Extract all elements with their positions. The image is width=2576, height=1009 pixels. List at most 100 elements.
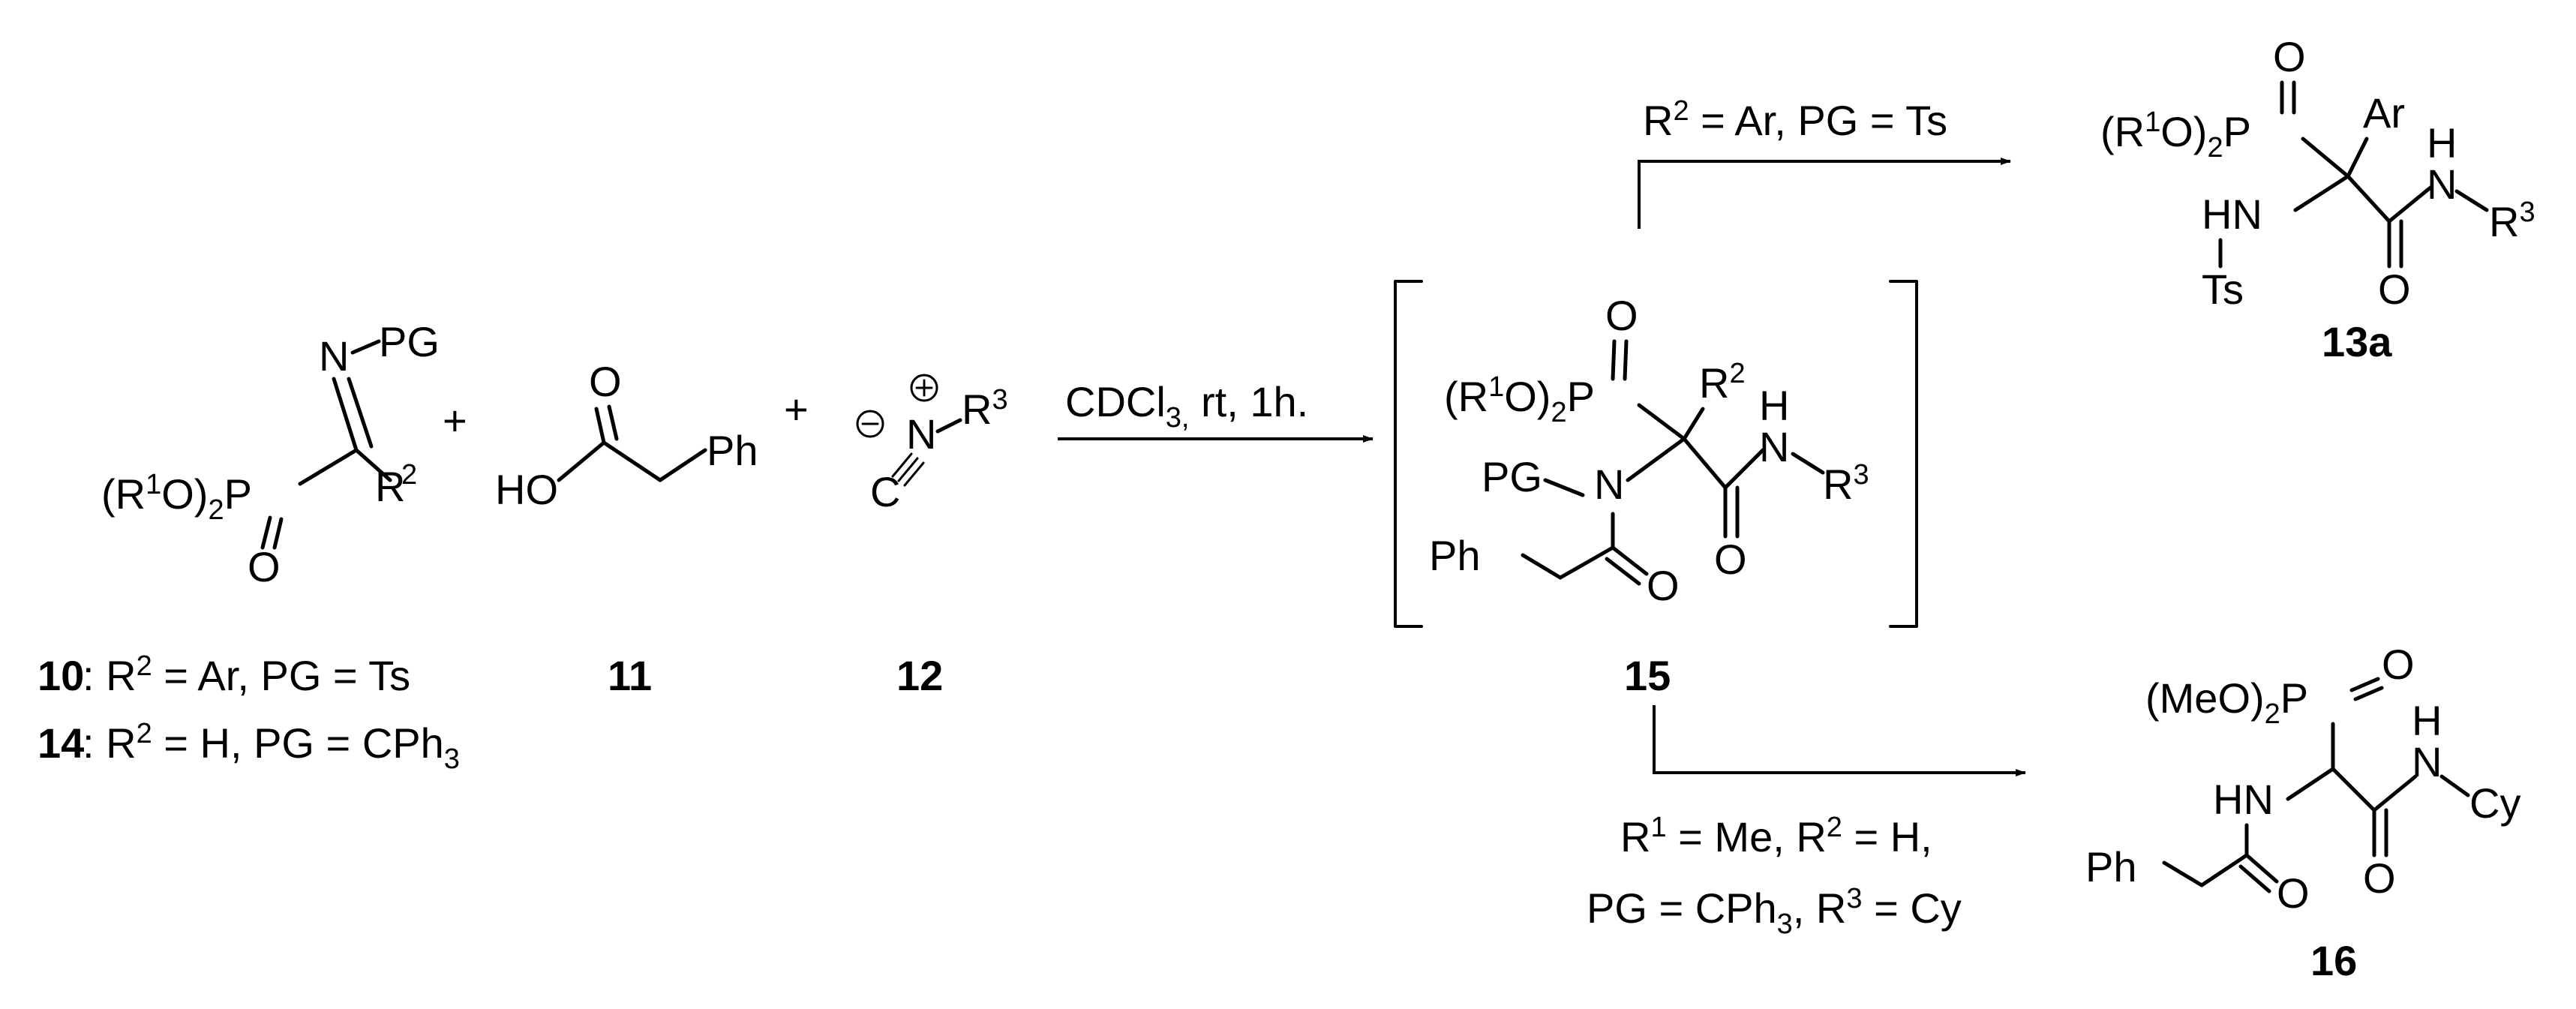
- imine-r2-label: R: [375, 463, 405, 510]
- c-r2-bond: [354, 448, 392, 482]
- p13a-camide-o-double: [2387, 219, 2403, 269]
- lower-branch-conditions-line2: PG = CPh3, R3 = Cy: [1587, 883, 1962, 940]
- i15-pg-n-bond: [1543, 478, 1585, 497]
- p13a-ts-label: Ts: [2202, 266, 2244, 313]
- p13a-nh-n: N: [2427, 161, 2457, 208]
- isocyanide-triple-bond: [891, 452, 925, 487]
- i15-amide-o: O: [1647, 562, 1680, 609]
- r1o2-label: (R1O)2P: [101, 469, 252, 526]
- i15-nh-n: N: [1759, 423, 1789, 470]
- acid-ho-label: HO: [495, 466, 558, 513]
- p16-po-oxygen: O: [2382, 641, 2415, 688]
- p16-n-cy-bond: [2439, 774, 2470, 797]
- acid-co-double-b: [607, 404, 619, 441]
- p16-ch2-ph-bond: [2162, 860, 2204, 887]
- i15-amide-co-double: [1605, 545, 1649, 586]
- p13a-n-r3-bond: [2454, 189, 2489, 212]
- isocyanide-c-atom: C: [870, 468, 900, 515]
- p16-p-o-double: [2349, 677, 2384, 701]
- p16-cy-label: Cy: [2469, 779, 2520, 827]
- p13a-p-o-double: [2280, 80, 2296, 115]
- compound-10-number: 10: [38, 652, 84, 699]
- c-n-double-bond-a: [332, 377, 359, 452]
- p16-camide-n-bond: [2372, 774, 2418, 812]
- minus-charge-circle: [856, 410, 884, 438]
- p13a-camide-n-bond: [2387, 185, 2433, 224]
- i15-ch2-ph-bond: [1521, 553, 1563, 580]
- right-bracket: [1889, 280, 1918, 628]
- p13a-c-n-bond: [2293, 174, 2350, 212]
- p16-amide-o: O: [2277, 869, 2310, 917]
- acid-c-ch2-bond: [602, 440, 662, 482]
- compound-15-number: 15: [1624, 652, 1671, 699]
- left-bracket: [1394, 280, 1423, 628]
- p13a-p-c-bond: [2301, 137, 2350, 179]
- i15-po-oxygen: O: [1605, 292, 1638, 339]
- compound-10-structure: N PG R 2 (R1O)2P O: [101, 318, 440, 590]
- p16-hn-label: HN: [2213, 776, 2274, 823]
- imine-pg-label: PG: [379, 318, 440, 365]
- i15-n-atom: N: [1594, 461, 1624, 508]
- plus-sign-1: +: [443, 397, 467, 444]
- compound-11-structure: O HO Ph: [495, 358, 758, 513]
- i15-c-n-bond: [1626, 437, 1686, 482]
- i15-r3-label: R3: [1823, 459, 1869, 508]
- n-pg-bond: [350, 339, 381, 355]
- acid-co-double-a: [594, 407, 606, 445]
- acid-ph-label: Ph: [707, 427, 758, 474]
- i15-camide-o-double: [1723, 485, 1740, 539]
- imine-n-atom: N: [319, 332, 349, 380]
- i15-camide-n-bond: [1723, 448, 1765, 490]
- compound-11-number: 11: [608, 652, 652, 699]
- phosphonate-o-atom: O: [248, 543, 281, 590]
- plus-charge-sign: [915, 379, 933, 397]
- p13a-nh-h: H: [2427, 119, 2457, 167]
- plus-charge-circle: [910, 374, 938, 402]
- p-o-double-bond-a: [260, 515, 272, 550]
- p13a-hn-label: HN: [2202, 191, 2262, 238]
- lower-branch-arrow: [1653, 705, 2026, 776]
- c-n-double-bond-b: [347, 377, 374, 449]
- isocyanide-n-atom: N: [906, 410, 936, 458]
- plus-sign-2: +: [784, 386, 809, 433]
- compound-12-number: 12: [896, 652, 943, 699]
- intermediate-15-structure: O (R1O)2P R2 PG N O Ph O H N R3: [1394, 280, 1918, 628]
- compound-14-number: 14: [38, 719, 84, 767]
- isocyanide-r3-label: R3: [962, 384, 1008, 433]
- p16-camide-o: O: [2363, 854, 2396, 902]
- i15-co-ch2-bond: [1558, 545, 1615, 580]
- p16-ph-label: Ph: [2085, 843, 2137, 890]
- i15-p-c-bond: [1637, 403, 1686, 441]
- i15-c-camide-bond: [1682, 437, 1728, 490]
- acid-ch2-ph-bond: [658, 448, 707, 482]
- product-13a-structure: O (R1O)2P Ar HN Ts O H N R3: [2100, 33, 2535, 313]
- compound-14-definition: : R2 = H, PG = CPh3: [83, 718, 460, 775]
- c-p-bond: [298, 448, 359, 486]
- i15-phosphonate-label: (R1O)2P: [1444, 371, 1595, 428]
- product-16-structure: (MeO)2P O HN O Ph O H N Cy: [2085, 641, 2520, 917]
- p16-amide-co-double: [2238, 853, 2279, 893]
- compound-10-definition: : R2 = Ar, PG = Ts: [83, 650, 410, 699]
- i15-n-r3-bond: [1791, 452, 1825, 475]
- i15-p-o-double-bond: [1611, 339, 1629, 381]
- isocyanide-n-r3-bond: [935, 418, 962, 434]
- i15-camide-o: O: [1714, 536, 1747, 583]
- p13a-phosphonate-label: (R1O)2P: [2100, 107, 2251, 164]
- p16-c-camide-bond: [2331, 767, 2376, 812]
- compound-13a-number: 13a: [2322, 318, 2392, 365]
- i15-ph-label: Ph: [1429, 532, 1481, 579]
- upper-branch-conditions: R2 = Ar, PG = Ts: [1643, 95, 1947, 144]
- i15-pg-label: PG: [1482, 453, 1542, 500]
- i15-c-r2-bond: [1682, 407, 1705, 441]
- upper-branch-arrow: [1638, 158, 2011, 229]
- p13a-c-camide-bond: [2346, 174, 2391, 224]
- p16-camide-o-double: [2372, 808, 2388, 857]
- imine-r2-sup: 2: [401, 459, 417, 491]
- p13a-c-ar-bond: [2346, 137, 2369, 179]
- i15-r2-label: R2: [1699, 358, 1746, 407]
- main-arrow-conditions: CDCl3, rt, 1h.: [1065, 378, 1308, 434]
- p16-co-ch2-bond: [2199, 853, 2249, 887]
- lower-branch-conditions-line1: R1 = Me, R2 = H,: [1620, 812, 1932, 860]
- p16-nh-n: N: [2412, 738, 2442, 785]
